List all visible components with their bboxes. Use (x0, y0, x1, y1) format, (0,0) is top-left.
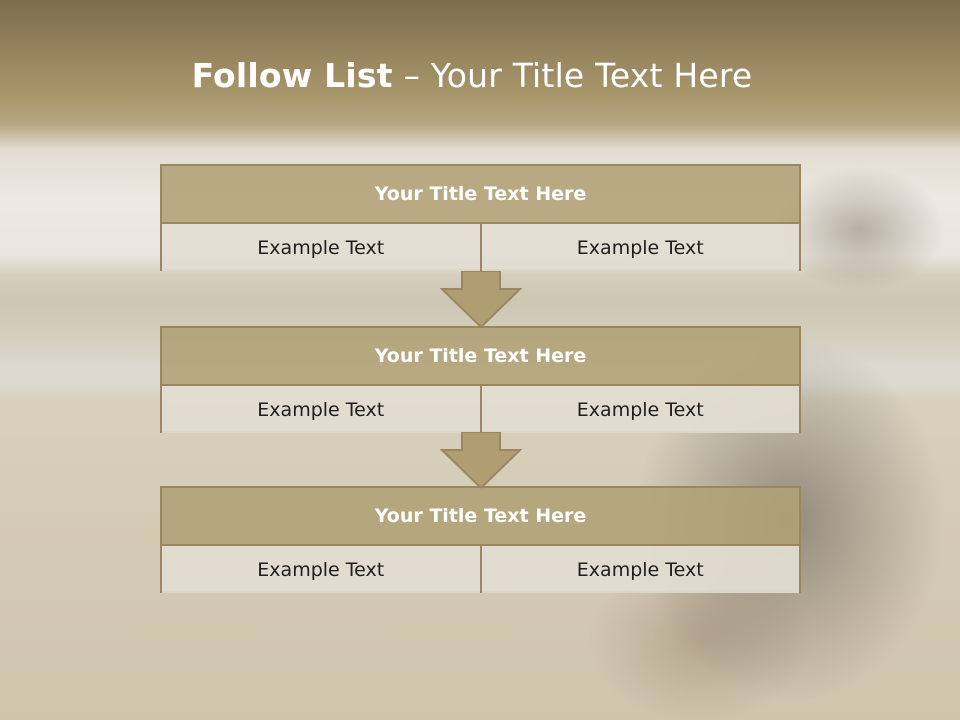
block-text-left: Example Text (162, 224, 482, 271)
block-text-left: Example Text (162, 546, 482, 593)
down-arrow-icon (440, 271, 522, 329)
block-text-right: Example Text (481, 546, 799, 593)
block-title: Your Title Text Here (162, 328, 799, 386)
follow-block-3: Your Title Text Here Example Text Exampl… (160, 486, 801, 593)
block-text-right: Example Text (481, 224, 799, 271)
follow-block-2: Your Title Text Here Example Text Exampl… (160, 326, 801, 433)
down-arrow-icon (440, 432, 522, 490)
follow-block-1: Your Title Text Here Example Text Exampl… (160, 164, 801, 271)
block-title: Your Title Text Here (162, 166, 799, 224)
block-row: Example Text Example Text (162, 546, 799, 593)
slide-title-rest: – Your Title Text Here (403, 56, 753, 95)
block-title: Your Title Text Here (162, 488, 799, 546)
block-row: Example Text Example Text (162, 224, 799, 271)
block-text-left: Example Text (162, 386, 482, 433)
block-row: Example Text Example Text (162, 386, 799, 433)
slide-title-strong: Follow List (191, 56, 393, 95)
block-text-right: Example Text (481, 386, 799, 433)
slide-title: Follow List – Your Title Text Here (0, 56, 944, 95)
